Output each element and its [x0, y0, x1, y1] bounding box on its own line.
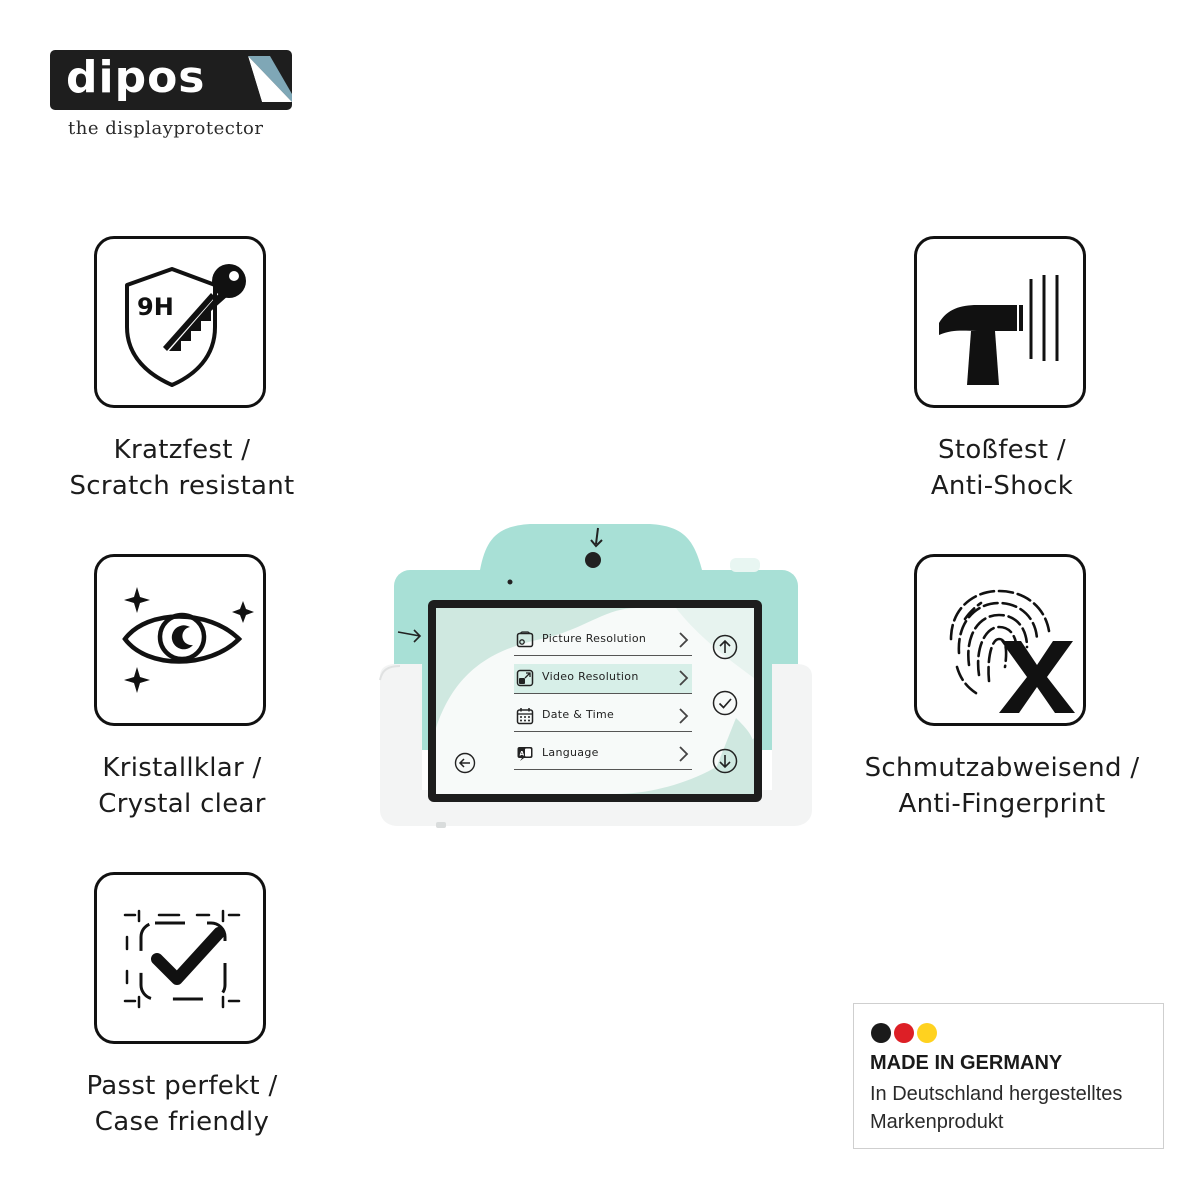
- feature-caption: Stoßfest / Anti-Shock: [842, 432, 1162, 504]
- chevron-right-icon: [679, 746, 689, 762]
- logo-wordmark: dipos: [66, 52, 206, 103]
- feature-caption-de: Kristallklar /: [102, 753, 262, 783]
- back-arrow-icon[interactable]: [454, 752, 476, 774]
- language-icon: A: [517, 747, 533, 761]
- menu-item-date-time[interactable]: Date & Time: [514, 702, 692, 732]
- feature-caption-en: Scratch resistant: [69, 471, 295, 501]
- made-in-title: MADE IN GERMANY: [870, 1052, 1063, 1074]
- feature-caption-en: Anti-Shock: [930, 471, 1074, 501]
- shield-9h-key-icon: 9H: [125, 264, 246, 387]
- settings-menu: Picture Resolution Video Resolution: [514, 626, 692, 778]
- logo-peel-corner-icon: [248, 56, 292, 102]
- logo-tagline: the displayprotector: [68, 118, 264, 139]
- feature-caption: Passt perfekt / Case friendly: [22, 1068, 342, 1140]
- feature-caption-de: Passt perfekt /: [86, 1071, 278, 1101]
- checkmark-icon[interactable]: [712, 690, 738, 716]
- menu-item-label: Picture Resolution: [542, 632, 647, 645]
- hammer-icon: [939, 275, 1059, 385]
- video-icon: [516, 669, 534, 687]
- made-in-germany-badge: MADE IN GERMANY In Deutschland hergestel…: [853, 1003, 1164, 1149]
- svg-text:A: A: [520, 751, 525, 758]
- camera-screen: Picture Resolution Video Resolution: [428, 600, 762, 802]
- chevron-right-icon: [679, 670, 689, 686]
- menu-item-picture-resolution[interactable]: Picture Resolution: [514, 626, 692, 656]
- feature-caption-de: Kratzfest /: [113, 435, 251, 465]
- feature-caption: Kristallklar / Crystal clear: [22, 750, 342, 822]
- fingerprint-x-icon: [949, 589, 1075, 713]
- feature-icon-box: [914, 236, 1086, 408]
- feature-caption: Schmutzabweisend / Anti-Fingerprint: [822, 750, 1182, 822]
- feature-icon-box: 9H: [94, 236, 266, 408]
- kids-camera-product: Picture Resolution Video Resolution: [370, 520, 820, 840]
- feature-icon-box: [94, 872, 266, 1044]
- made-in-subtitle-line: Markenprodukt: [870, 1111, 1004, 1133]
- made-in-subtitle: In Deutschland hergestelltes Markenprodu…: [870, 1080, 1160, 1136]
- feature-caption-de: Stoßfest /: [938, 435, 1066, 465]
- feature-caption: Kratzfest / Scratch resistant: [22, 432, 342, 504]
- chevron-right-icon: [679, 632, 689, 648]
- calendar-icon: [516, 708, 534, 725]
- german-flag-dots-icon: [871, 1023, 937, 1043]
- chevron-right-icon: [679, 708, 689, 724]
- screen-wallpaper: [436, 608, 754, 794]
- feature-icon-box: [94, 554, 266, 726]
- feature-caption-en: Anti-Fingerprint: [898, 789, 1106, 819]
- feature-caption-en: Crystal clear: [98, 789, 266, 819]
- made-in-subtitle-line: In Deutschland hergestelltes: [870, 1083, 1123, 1105]
- feature-caption-de: Schmutzabweisend /: [864, 753, 1140, 783]
- frame-checkmark-icon: [123, 909, 241, 1009]
- camera-screen-display: Picture Resolution Video Resolution: [436, 608, 754, 794]
- menu-item-label: Video Resolution: [542, 670, 639, 683]
- svg-text:9H: 9H: [137, 293, 174, 321]
- menu-item-label: Date & Time: [542, 708, 615, 721]
- eye-sparkle-icon: [122, 587, 254, 693]
- menu-item-video-resolution[interactable]: Video Resolution: [514, 664, 692, 694]
- feature-icon-box: [914, 554, 1086, 726]
- picture-icon: [516, 631, 534, 648]
- down-arrow-icon[interactable]: [712, 748, 738, 774]
- up-arrow-icon[interactable]: [712, 634, 738, 660]
- feature-caption-en: Case friendly: [94, 1107, 270, 1137]
- brand-logo: dipos the displayprotector: [50, 50, 294, 146]
- menu-item-language[interactable]: A Language: [514, 740, 692, 770]
- menu-item-label: Language: [542, 746, 599, 759]
